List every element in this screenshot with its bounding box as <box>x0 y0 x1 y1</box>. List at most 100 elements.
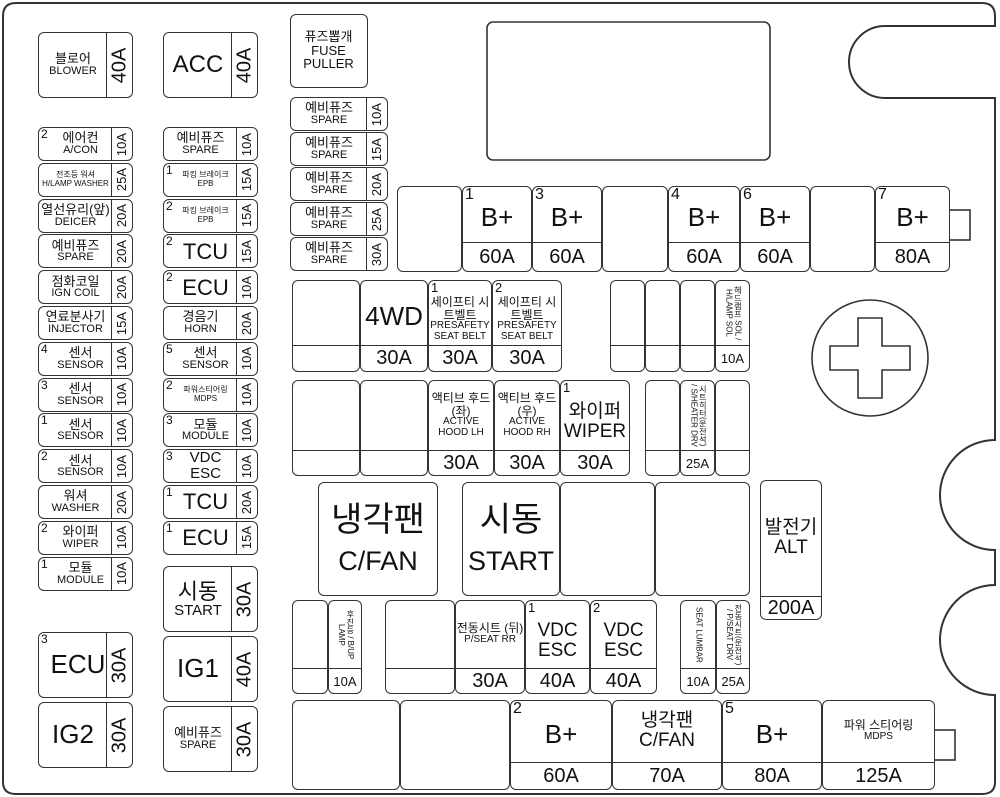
fuse-number: 1 <box>563 380 571 395</box>
fuse-label: 4WD <box>361 281 427 344</box>
fuse-rating-text: 30A <box>108 717 130 753</box>
empty-slot <box>360 380 428 476</box>
fuse-rating-text: 10A <box>114 526 130 550</box>
fuse-rating: 60A <box>549 245 585 268</box>
divider <box>717 668 749 669</box>
divider <box>823 762 934 763</box>
fuse-rating-text: 10A <box>239 418 255 442</box>
empty-slot <box>810 186 875 272</box>
relay-block <box>486 21 771 161</box>
fuse-number: 2 <box>41 520 48 535</box>
empty-slot <box>385 600 455 694</box>
fuse-name: TCU <box>182 238 229 264</box>
fuse-name-korean: 와이퍼 <box>62 524 99 540</box>
fuse-rating: 30A <box>231 707 257 771</box>
fuse-name: IG2 <box>52 719 94 750</box>
fuse-number: 4 <box>671 186 680 203</box>
fuse-number: 3 <box>41 377 48 392</box>
fuse-name-english: MDPS <box>193 393 218 403</box>
divider <box>646 450 679 451</box>
fuse-name-english: SENSOR <box>57 358 104 371</box>
fuse-rating: 10A <box>111 342 132 375</box>
fuse-rating-text: 15A <box>114 311 130 335</box>
fuse-label: B+ <box>876 187 949 241</box>
fuse-name-english: MODULE <box>56 573 105 586</box>
fuse-rating: 20A <box>366 168 387 200</box>
fuse-rating: 80A <box>754 764 790 787</box>
fuse-rating: 30A <box>231 567 257 631</box>
fuse-rating: 10A <box>111 521 132 554</box>
fuse-name-korean: 예비퓨즈 <box>174 725 222 741</box>
fuse-name-korean: 예비퓨즈 <box>305 100 353 116</box>
fuse-name-english: HORN <box>184 323 217 336</box>
fuse-rating: 15A <box>236 163 257 196</box>
fuse-rating: 10A <box>111 450 132 483</box>
fuse-rating: 10A <box>366 98 387 130</box>
fuse-rating-text: 10A <box>239 275 255 299</box>
divider <box>463 242 531 243</box>
fuse-name-korean: 파킹 브레이크 <box>182 206 229 216</box>
fuse-rating-text: 15A <box>239 168 255 192</box>
fuse-name-english: C/FAN <box>338 545 418 576</box>
divider <box>669 242 739 243</box>
fuse-rating: 10A <box>236 378 257 411</box>
fuse-label: 전동시트 (뒤)P/SEAT RR <box>456 601 524 667</box>
fuse-number: 1 <box>166 162 173 177</box>
fuse-name-korean: 파워 스티어링 <box>843 718 914 733</box>
fuse-name-korean: 예비퓨즈 <box>51 237 100 253</box>
divider <box>741 242 809 243</box>
fuse-rating-text: 40A <box>108 47 130 83</box>
fuse-rating: 10A <box>236 128 257 160</box>
fuse-rating: 25A <box>111 163 132 196</box>
fuse-name-english: EPB <box>197 214 214 224</box>
fuse-rating-text: 10A <box>114 383 130 407</box>
divider <box>723 762 821 763</box>
fuse-rating: 20A <box>236 486 257 518</box>
divider <box>611 345 644 346</box>
fuse-name: SEAT LUMBAR <box>694 606 704 663</box>
fuse-number: 3 <box>41 632 48 646</box>
fuse-name-english: SPARE <box>57 251 94 264</box>
fuse-name: 전동시트(운전석) / P/SEAT DRV <box>725 603 743 666</box>
fuse-label: IG1 <box>164 637 232 701</box>
fuse-rating-text: 10A <box>114 347 130 371</box>
fuse-label: SEAT LUMBAR <box>681 603 715 666</box>
fuse-rating-text: 20A <box>114 490 130 514</box>
fuse-rating-text: 10A <box>114 132 130 156</box>
fuse-name-korean: 예비퓨즈 <box>305 205 353 221</box>
empty-slot <box>292 600 328 694</box>
fuse-name-korean: 워셔 <box>63 488 88 504</box>
fuse-rating: 30A <box>106 633 132 697</box>
fuse-name-english: SENSOR <box>57 466 104 479</box>
fuse-name-english: A/CON <box>63 144 98 157</box>
fuse-rating: 60A <box>757 245 793 268</box>
fuse-rating: 40A <box>231 637 257 701</box>
fuse-name: ECU <box>182 525 229 551</box>
fuse-name-korean: 센서 <box>68 416 93 432</box>
